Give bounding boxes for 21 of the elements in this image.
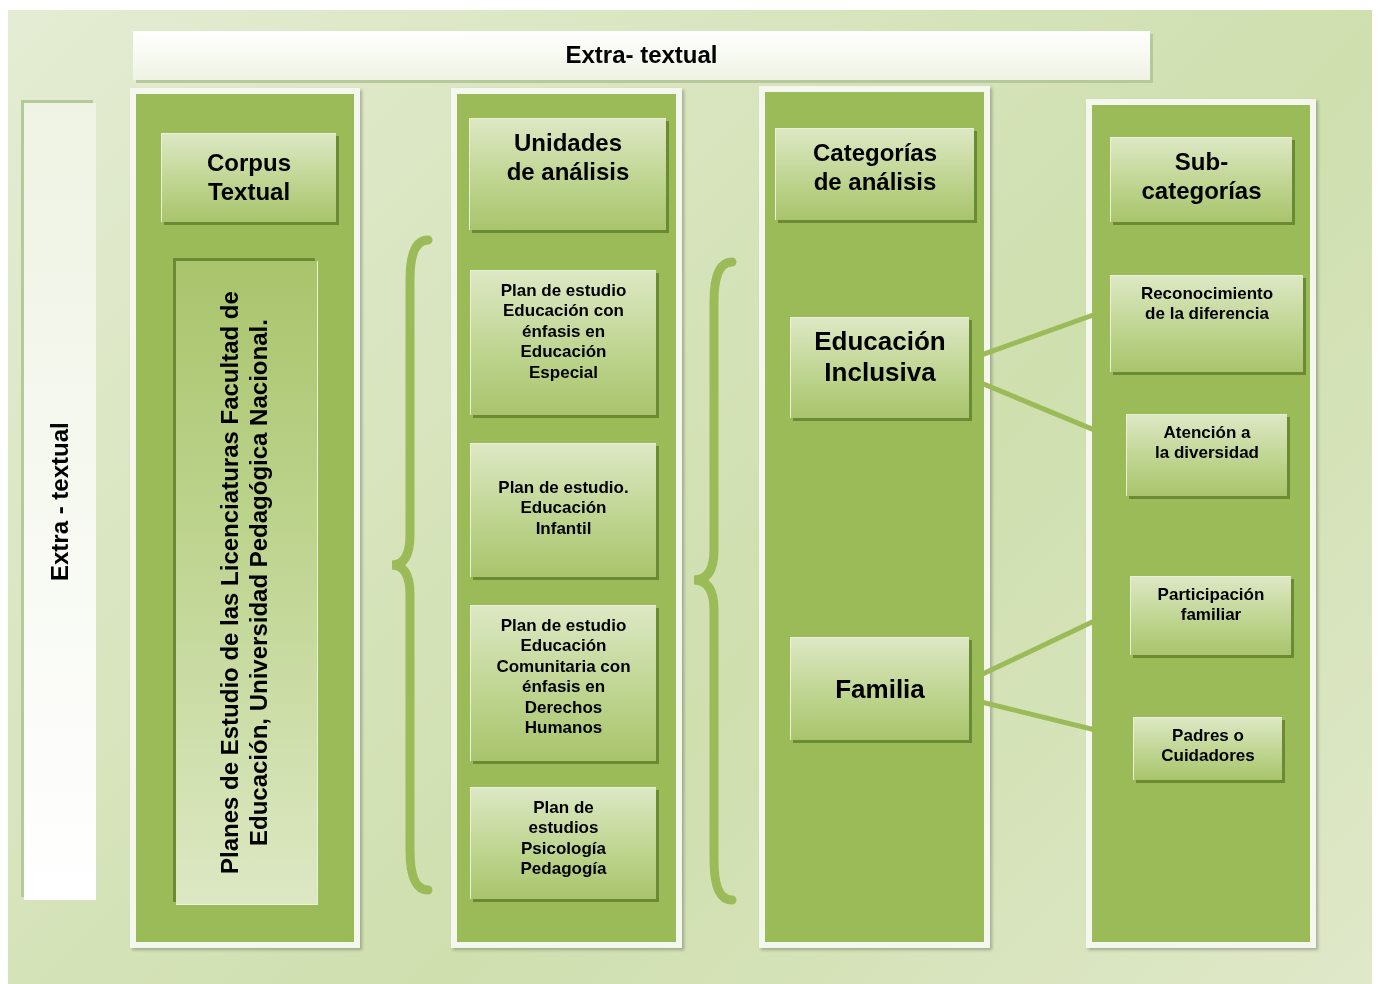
label-box: Participación familiar: [1130, 576, 1291, 655]
header-band: Extra- textual: [133, 31, 1150, 80]
label-box: Planes de Estudio de las Licenciaturas Facultad de Educación, Universidad Pedagógica Nacional.: [176, 261, 318, 905]
column-panel: [451, 88, 682, 948]
label-box: Corpus Textual: [161, 133, 336, 222]
label-box: Padres o Cuidadores: [1133, 717, 1282, 780]
label-box: Plan de estudio. Educación Infantil: [470, 443, 656, 577]
label-box: Unidades de análisis: [469, 118, 666, 230]
column-panel: [130, 88, 360, 948]
column-panel: [759, 86, 990, 948]
label-box: Plan de estudio Educación con énfasis en Educación Especial: [470, 270, 656, 415]
label-box: Plan de estudios Psicología Pedagogía: [470, 787, 656, 899]
label-box: Plan de estudio Educación Comunitaria con énfasis en Derechos Humanos: [470, 605, 656, 761]
header-band: Extra - textual: [24, 103, 96, 900]
label-box: Categorías de análisis: [775, 128, 974, 220]
label-box: Familia: [790, 637, 969, 740]
label-box: Reconocimiento de la diferencia: [1110, 275, 1303, 372]
label-box: Educación Inclusiva: [790, 317, 969, 418]
label-box: Sub- categorías: [1110, 137, 1292, 222]
column-panel: [1086, 99, 1316, 948]
label-box: Atención a la diversidad: [1126, 414, 1287, 496]
